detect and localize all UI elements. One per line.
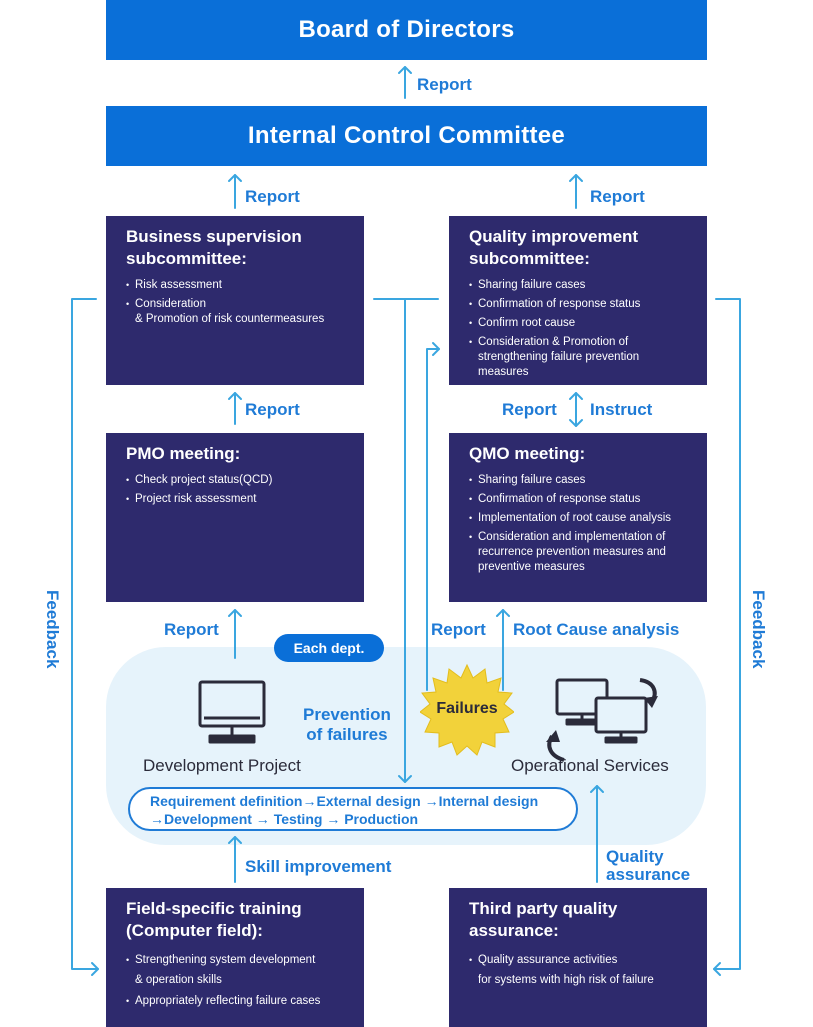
list-item: Quality assurance activities for systems… xyxy=(469,950,689,990)
failures-label: Failures xyxy=(436,700,498,717)
quality-improvement-box: Quality improvement subcommittee: Sharin… xyxy=(449,216,707,385)
process-flow: Requirement definition→External design →… xyxy=(128,787,578,831)
failures-burst xyxy=(420,663,514,756)
instruct-label: Instruct xyxy=(590,400,653,419)
list-item: Confirmation of response status xyxy=(469,492,689,507)
prevention-label: Prevention of failures xyxy=(303,705,391,744)
arrow-up-icon xyxy=(228,392,242,425)
report-label: Report xyxy=(164,620,219,639)
list-item: Consideration & Promotion of strengtheni… xyxy=(469,335,689,380)
list-item: Risk assessment xyxy=(126,278,346,293)
arrow-up-icon xyxy=(496,609,510,691)
list-item: Appropriately reflecting failure cases xyxy=(126,994,346,1009)
root-cause-label: Root Cause analysis xyxy=(513,620,680,639)
box-title: Quality improvement subcommittee: xyxy=(469,227,639,268)
list-item: Project risk assessment xyxy=(126,492,346,507)
each-dept-badge: Each dept. xyxy=(274,634,384,662)
business-supervision-box: Business supervision subcommittee: Risk … xyxy=(106,216,364,385)
report-label: Report xyxy=(590,187,645,206)
arrow-up-icon xyxy=(228,174,242,209)
arrow-up-icon xyxy=(398,66,412,99)
box-title: Business supervision subcommittee: xyxy=(126,227,302,268)
quality-assurance-label: Quality assurance xyxy=(606,847,691,884)
box-title: QMO meeting: xyxy=(469,444,586,463)
development-project-label: Development Project xyxy=(143,756,301,775)
feedback-label-right: Feedback xyxy=(749,590,768,669)
computer-icon xyxy=(198,680,266,744)
arrow-up-icon xyxy=(228,609,242,659)
arrow-up-icon xyxy=(228,836,242,883)
list-item: Confirmation of response status xyxy=(469,297,689,312)
report-label: Report xyxy=(245,400,300,419)
arrow-up-icon xyxy=(590,785,604,883)
pmo-meeting-box: PMO meeting: Check project status(QCD) P… xyxy=(106,433,364,602)
operational-services-label: Operational Services xyxy=(511,756,669,775)
box-title: Third party quality assurance: xyxy=(469,899,618,940)
feedback-label-left: Feedback xyxy=(43,590,62,669)
qmo-meeting-box: QMO meeting: Sharing failure cases Confi… xyxy=(449,433,707,602)
report-label: Report xyxy=(245,187,300,206)
list-item: Check project status(QCD) xyxy=(126,473,346,488)
list-item: Sharing failure cases xyxy=(469,278,689,293)
internal-control-committee: Internal Control Committee xyxy=(106,106,707,166)
arrow-up-icon xyxy=(569,174,583,209)
report-label: Report xyxy=(502,400,557,419)
board-of-directors: Board of Directors xyxy=(106,0,707,60)
box-title: Field-specific training (Computer field)… xyxy=(126,899,302,940)
skill-improvement-label: Skill improvement xyxy=(245,857,392,876)
report-label: Report xyxy=(417,75,472,94)
feedback-left-icon xyxy=(71,298,99,976)
arrow-updown-icon xyxy=(569,392,583,427)
list-item: Consideration & Promotion of risk counte… xyxy=(126,297,346,327)
list-item: Implementation of root cause analysis xyxy=(469,511,689,526)
box-title: PMO meeting: xyxy=(126,444,241,463)
feedback-right-icon xyxy=(713,298,741,976)
report-label: Report xyxy=(431,620,486,639)
arrow-down-icon xyxy=(373,298,439,783)
arrow-right-icon xyxy=(426,342,440,691)
burst-icon xyxy=(420,663,514,756)
list-item: Consideration and implementation of recu… xyxy=(469,530,689,575)
field-training-box: Field-specific training (Computer field)… xyxy=(106,888,364,1027)
computers-cycle-icon xyxy=(546,678,658,762)
list-item: Sharing failure cases xyxy=(469,473,689,488)
third-party-box: Third party quality assurance: Quality a… xyxy=(449,888,707,1027)
list-item: Confirm root cause xyxy=(469,316,689,331)
list-item: Strengthening system development & opera… xyxy=(126,950,346,990)
